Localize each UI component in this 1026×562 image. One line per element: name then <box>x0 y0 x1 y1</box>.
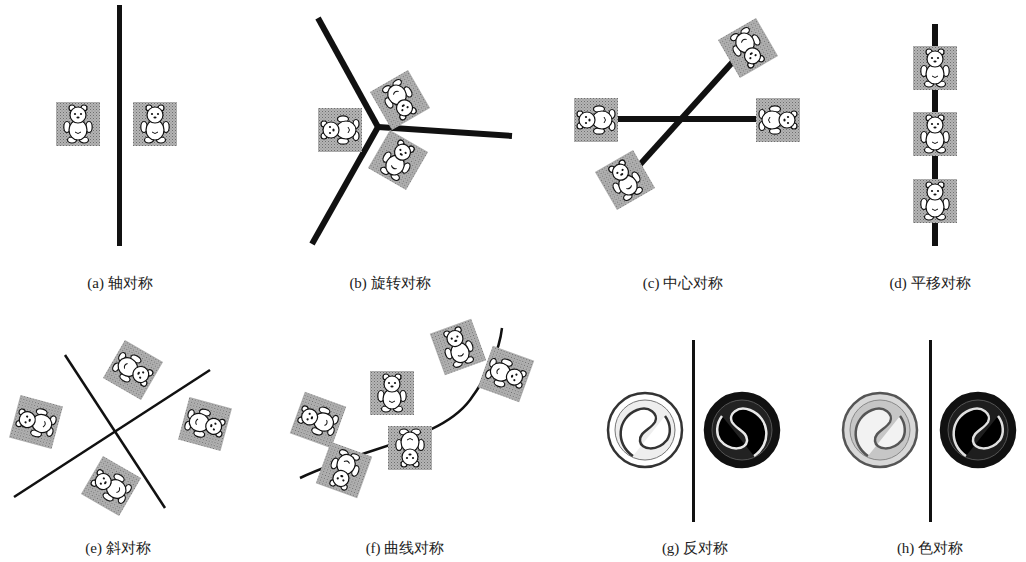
bear-icon <box>913 112 957 156</box>
swan-emblem <box>843 393 917 467</box>
bear-icon <box>318 108 362 152</box>
bear-icon <box>913 46 957 90</box>
symmetry-axis <box>692 340 695 522</box>
bear-icon <box>56 102 100 146</box>
bear-icon <box>368 130 428 190</box>
swan-emblem <box>941 393 1015 467</box>
bear-icon <box>133 102 177 146</box>
bear-icon <box>478 346 534 402</box>
panel-caption: (g) 反对称 <box>662 539 728 557</box>
bear-icon <box>178 397 232 451</box>
bear-icon <box>574 98 618 142</box>
bear-icon <box>370 371 414 415</box>
panel-caption: (c) 中心对称 <box>643 274 723 292</box>
panel-caption: (a) 轴对称 <box>87 274 152 292</box>
bear-icon <box>718 18 778 78</box>
bear-icon <box>913 179 957 223</box>
bear-icon <box>103 340 163 400</box>
swan-emblem <box>705 393 779 467</box>
bear-icon <box>290 392 346 448</box>
bear-icon <box>370 70 430 130</box>
symmetry-axis <box>117 5 122 246</box>
panel-caption: (b) 旋转对称 <box>349 274 430 292</box>
rotation-axes <box>312 18 512 244</box>
symmetry-axis <box>929 340 932 522</box>
panel-caption: (e) 斜对称 <box>85 539 150 557</box>
bear-icon <box>316 442 372 498</box>
swan-emblem <box>608 393 682 467</box>
bear-icon <box>81 456 141 516</box>
bear-icon <box>595 150 655 210</box>
panel-caption: (d) 平移对称 <box>889 274 970 292</box>
bear-icon <box>388 426 432 470</box>
panel-caption: (h) 色对称 <box>897 539 963 557</box>
bear-icon <box>430 319 486 375</box>
bear-icon <box>9 395 63 449</box>
panel-caption: (f) 曲线对称 <box>366 539 445 557</box>
bear-icon <box>756 98 800 142</box>
